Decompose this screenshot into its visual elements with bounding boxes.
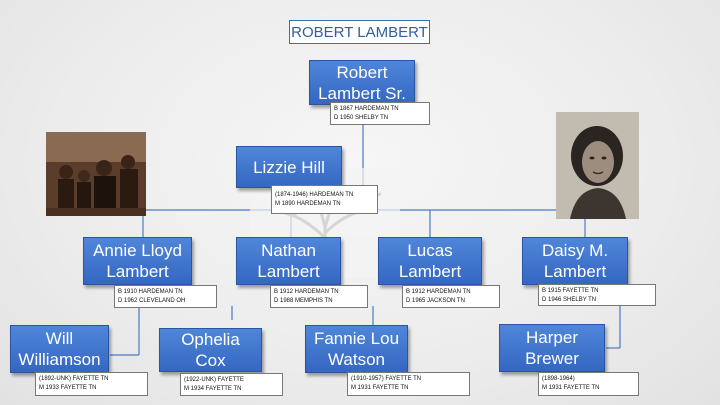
node-nathan-lambert[interactable]: Nathan Lambert — [236, 237, 341, 285]
node-will-williamson[interactable]: Will Williamson — [10, 325, 109, 373]
info-robert-lambert-sr: B 1867 HARDEMAN TN D 1950 SHELBY TN — [330, 102, 430, 125]
node-lucas-lambert[interactable]: Lucas Lambert — [378, 237, 482, 285]
info-line: D 1962 CLEVELAND OH — [118, 298, 186, 304]
info-line: (1922-UNK) FAYETTE — [184, 377, 244, 383]
info-line: M 1934 FAYETTE TN — [184, 386, 242, 392]
node-ophelia-cox[interactable]: Ophelia Cox — [159, 328, 262, 372]
info-ophelia-cox: (1922-UNK) FAYETTE M 1934 FAYETTE TN — [180, 373, 283, 396]
info-line: (1892-UNK) FAYETTE TN — [39, 376, 109, 382]
info-line: D 1965 JACKSON TN — [406, 298, 465, 304]
info-line: M 1890 HARDEMAN TN — [275, 201, 341, 207]
info-lizzie-hill: (1874-1946) HARDEMAN TN M 1890 HARDEMAN … — [271, 185, 378, 214]
info-harper-brewer: (1898-1964) M 1931 FAYETTE TN — [538, 372, 639, 396]
info-line: B 1912 HARDEMAN TN — [274, 289, 339, 295]
node-lizzie-hill[interactable]: Lizzie Hill — [236, 146, 342, 188]
node-harper-brewer[interactable]: Harper Brewer — [499, 324, 605, 372]
info-line: M 1933 FAYETTE TN — [39, 385, 97, 391]
node-robert-lambert-sr[interactable]: Robert Lambert Sr. — [309, 60, 415, 105]
info-annie-lloyd-lambert: B 1910 HARDEMAN TN D 1962 CLEVELAND OH — [114, 285, 217, 308]
info-line: D 1988 MEMPHIS TN — [274, 298, 333, 304]
info-line: B 1912 HARDEMAN TN — [406, 289, 471, 295]
info-line: B 1910 HARDEMAN TN — [118, 289, 183, 295]
info-lucas-lambert: B 1912 HARDEMAN TN D 1965 JACKSON TN — [402, 285, 500, 308]
node-annie-lloyd-lambert[interactable]: Annie Lloyd Lambert — [83, 237, 192, 285]
info-line: (1910-1957) FAYETTE TN — [351, 376, 422, 382]
node-fannie-lou-watson[interactable]: Fannie Lou Watson — [305, 325, 408, 373]
family-photo — [46, 132, 146, 216]
info-line: D 1946 SHELBY TN — [542, 297, 597, 303]
info-line: (1898-1964) — [542, 376, 575, 382]
info-line: B 1867 HARDEMAN TN — [334, 106, 399, 112]
portrait-photo — [556, 112, 639, 219]
info-line: D 1950 SHELBY TN — [334, 115, 389, 121]
info-line: M 1931 FAYETTE TN — [542, 385, 600, 391]
info-line: M 1931 FAYETTE TN — [351, 385, 409, 391]
page-title: ROBERT LAMBERT — [289, 20, 430, 44]
info-will-williamson: (1892-UNK) FAYETTE TN M 1933 FAYETTE TN — [35, 372, 148, 396]
info-line: (1874-1946) HARDEMAN TN — [275, 192, 354, 198]
info-fannie-lou-watson: (1910-1957) FAYETTE TN M 1931 FAYETTE TN — [347, 372, 470, 396]
info-daisy-m-lambert: B 1915 FAYETTE TN D 1946 SHELBY TN — [538, 284, 656, 306]
info-nathan-lambert: B 1912 HARDEMAN TN D 1988 MEMPHIS TN — [270, 285, 368, 308]
node-daisy-m-lambert[interactable]: Daisy M. Lambert — [522, 237, 628, 285]
info-line: B 1915 FAYETTE TN — [542, 288, 599, 294]
